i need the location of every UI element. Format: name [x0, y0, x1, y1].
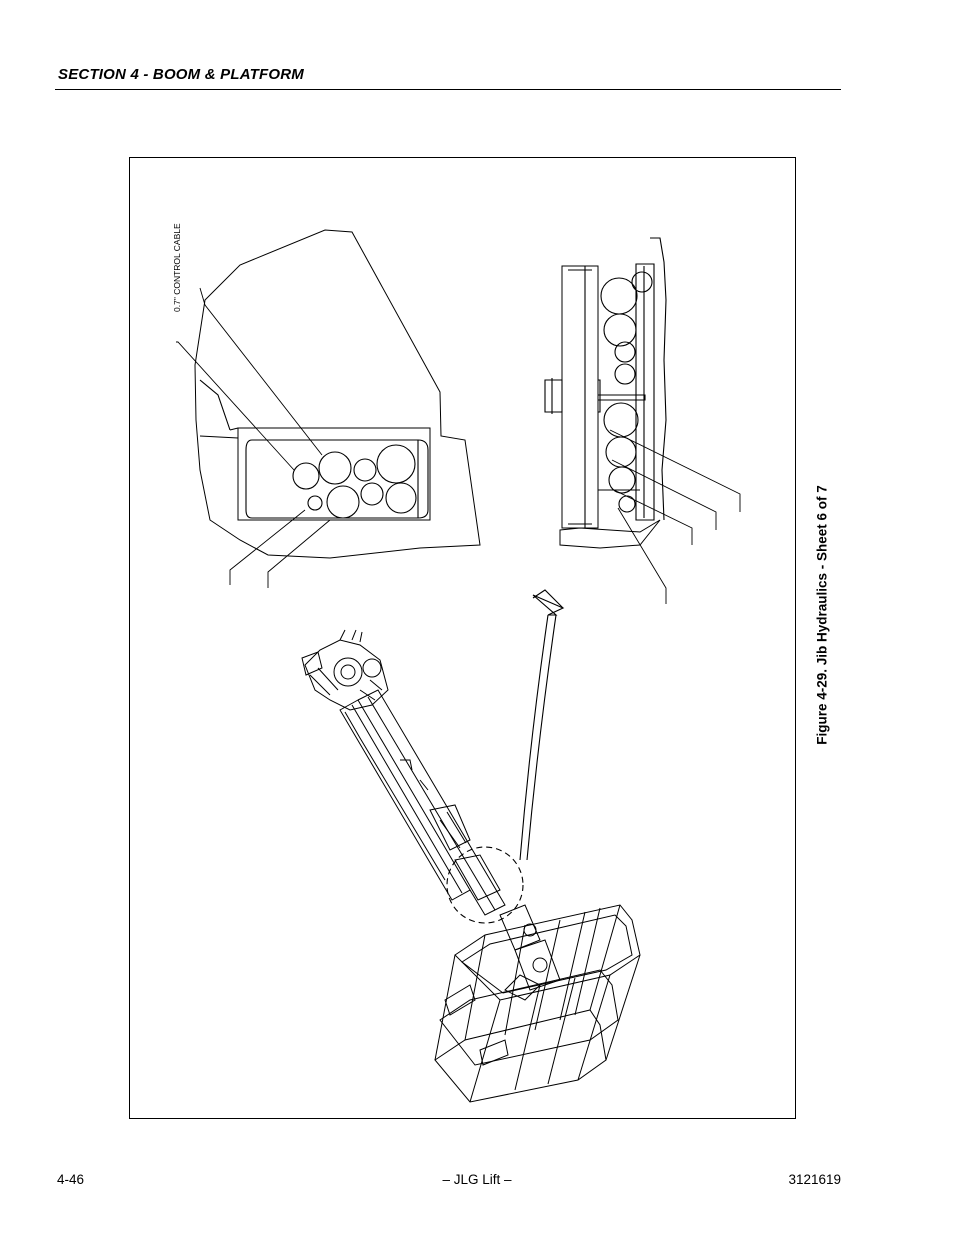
hose-circle — [614, 341, 636, 363]
detail-location-circle — [446, 846, 524, 924]
hose-circle — [603, 402, 639, 438]
section-title: SECTION 4 - BOOM & PLATFORM — [58, 66, 304, 83]
hose-circle — [618, 495, 636, 513]
detail-arrow — [519, 589, 565, 861]
control-cable-label: 0.7" CONTROL CABLE — [172, 223, 182, 312]
hose-circle — [292, 462, 320, 490]
hose-circle — [376, 444, 416, 484]
footer-page-number: 4-46 — [57, 1172, 85, 1187]
footer-publisher: – JLG Lift – — [442, 1172, 512, 1187]
header-rule — [55, 89, 841, 90]
hose-circle — [353, 458, 377, 482]
jib-boom — [339, 689, 506, 916]
footer-document-number: 3121619 — [788, 1172, 841, 1187]
figure-frame — [129, 157, 796, 1119]
platform-basket — [434, 904, 641, 1103]
figure-caption: Figure 4-29. Jib Hydraulics - Sheet 6 of… — [814, 485, 830, 745]
hose-circle — [326, 485, 360, 519]
hose-circle — [307, 495, 323, 511]
hose-circle — [318, 451, 352, 485]
hose-bundle-side-view — [544, 237, 741, 604]
hose-circle — [385, 482, 417, 514]
hose-circle — [605, 436, 637, 468]
hose-circle — [614, 363, 636, 385]
boom-cross-section-detail — [176, 229, 481, 588]
hose-circle — [603, 313, 637, 347]
hose-circle — [631, 271, 653, 293]
jib-head — [301, 629, 389, 711]
hose-circle — [608, 466, 636, 494]
hose-circle — [360, 482, 384, 506]
